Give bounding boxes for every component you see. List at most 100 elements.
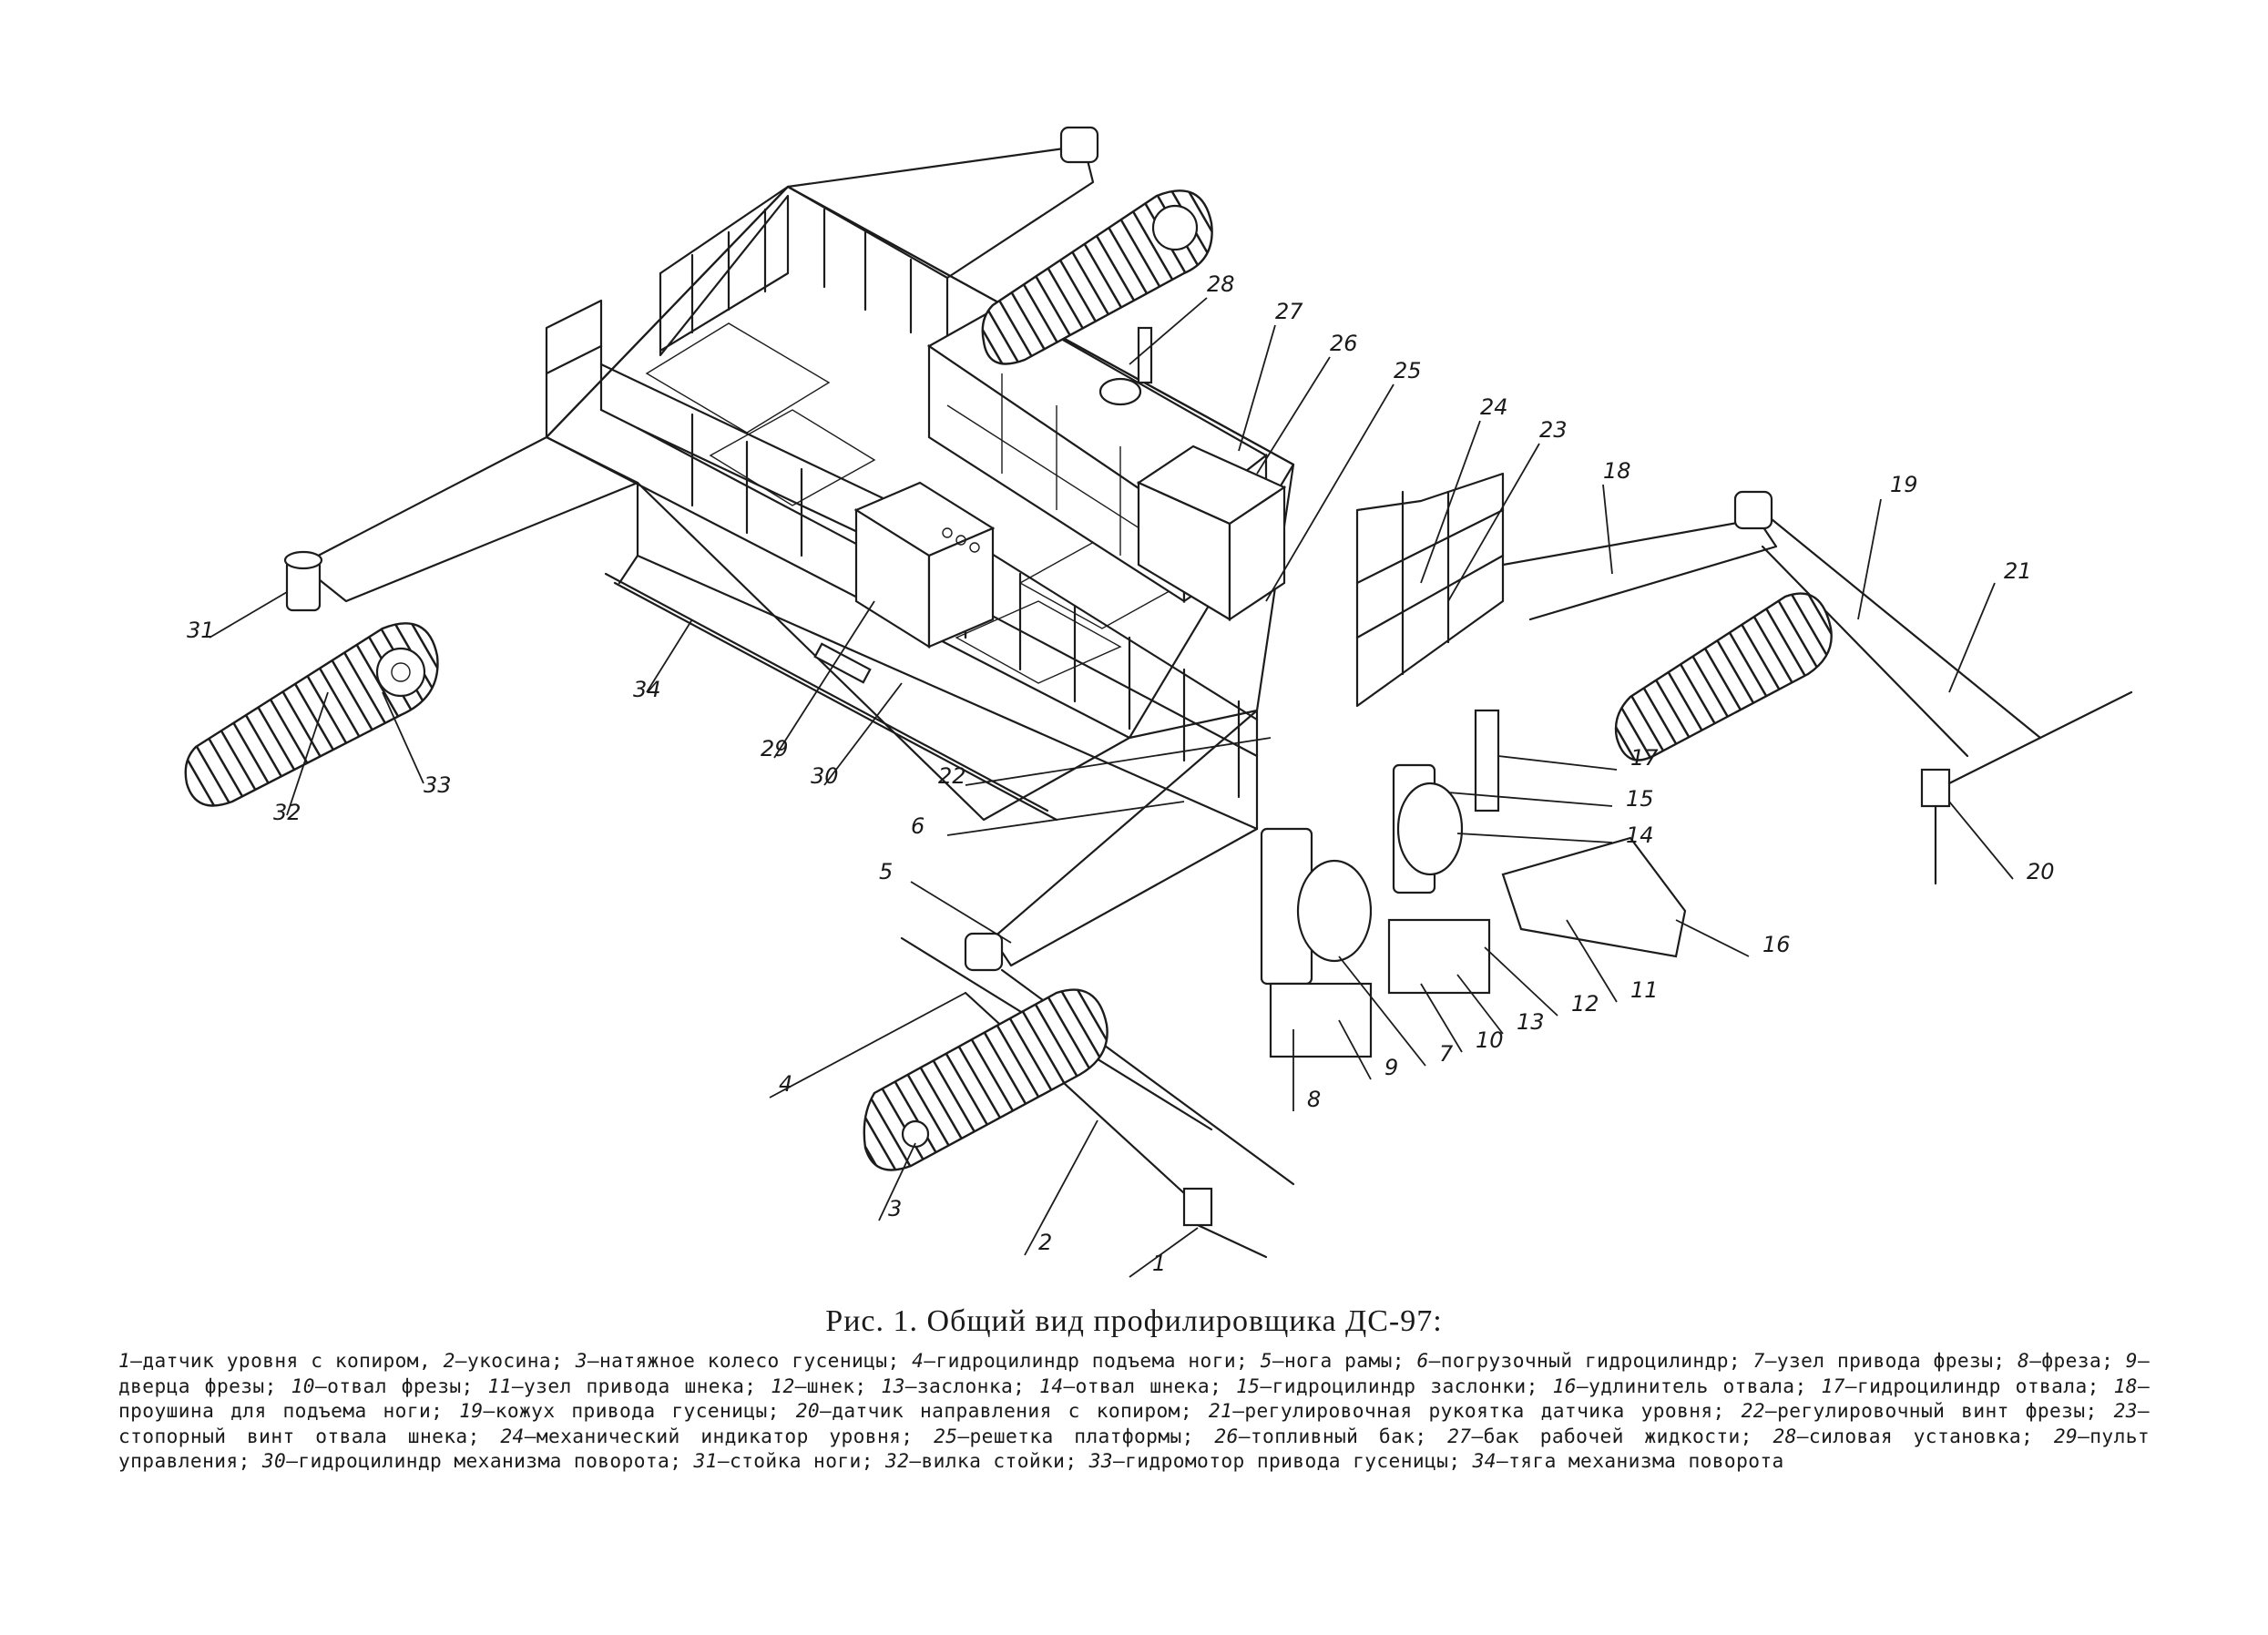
legend-number: 31 xyxy=(693,1449,718,1472)
callout-leader-line xyxy=(910,881,1012,944)
legend-text: погрузочный гидроцилиндр xyxy=(1440,1349,1729,1372)
legend-number: 1 xyxy=(118,1349,131,1372)
callout-number: 29 xyxy=(761,736,789,761)
callout-leader-line xyxy=(1129,297,1208,365)
callout-5: 5 xyxy=(879,859,1012,944)
callout-number: 11 xyxy=(1630,977,1659,1003)
legend-text: гидроцилиндр заслонки xyxy=(1272,1374,1527,1397)
machine-drawing: 1234567891011121314151617181920212223242… xyxy=(184,126,2133,1278)
legend-number: 18 xyxy=(2113,1374,2138,1397)
legend-number: 7 xyxy=(1752,1349,1765,1372)
legend-entry: 4—гидроцилиндр подъема ноги; xyxy=(912,1349,1261,1372)
legend-entry: 34—тяга механизма поворота xyxy=(1472,1449,1784,1472)
callout-number: 20 xyxy=(2027,859,2055,884)
legend-text: бак рабочей жидкости xyxy=(1483,1424,1741,1447)
legend-entry: 7—узел привода фрезы; xyxy=(1752,1349,2018,1372)
callout-leader-line xyxy=(1675,919,1750,957)
legend-text: фреза xyxy=(2041,1349,2102,1372)
callout-number: 4 xyxy=(779,1071,792,1097)
callout-number: 25 xyxy=(1394,358,1422,383)
legend-text: дверца фрезы xyxy=(118,1374,265,1397)
legend-entry: 14—отвал шнека; xyxy=(1039,1374,1237,1397)
legend-number: 26 xyxy=(1214,1424,1239,1447)
legend-number: 32 xyxy=(885,1449,910,1472)
control-console xyxy=(853,481,996,649)
legend-entry: 9—дверца фрезы; xyxy=(118,1349,2151,1397)
legend-entry: 18—проушина для подъема ноги; xyxy=(118,1374,2151,1423)
callout-15: 15 xyxy=(1447,786,1654,812)
callout-number: 10 xyxy=(1476,1027,1504,1053)
legend-entry: 13—заслонка; xyxy=(881,1374,1040,1397)
callout-number: 18 xyxy=(1603,458,1631,484)
callout-number: 26 xyxy=(1330,331,1358,356)
legend-number: 2 xyxy=(443,1349,455,1372)
callout-leader-line xyxy=(1447,792,1613,807)
legend-entry: 25—решетка платформы; xyxy=(934,1424,1215,1447)
callout-number: 6 xyxy=(911,813,925,839)
callout-24: 24 xyxy=(1420,394,1508,584)
callout-12: 12 xyxy=(1484,946,1599,1017)
level-sensor xyxy=(1182,1187,1268,1259)
legend-number: 33 xyxy=(1088,1449,1113,1472)
legend-text: датчик направления с копиром xyxy=(832,1399,1180,1422)
legend-entry: 32—вилка стойки; xyxy=(885,1449,1089,1472)
callout-number: 5 xyxy=(879,859,893,884)
callout-leader-line xyxy=(965,737,1272,786)
fuel-tank xyxy=(1136,445,1287,622)
callout-number: 19 xyxy=(1890,472,1918,497)
callout-number: 15 xyxy=(1626,786,1654,812)
callout-30: 30 xyxy=(811,682,903,789)
callout-9: 9 xyxy=(1338,1019,1398,1080)
legend-entry: 8—фреза; xyxy=(2018,1349,2126,1372)
callout-number: 34 xyxy=(633,677,661,702)
callout-8: 8 xyxy=(1292,1029,1321,1112)
legend-entry: 21—регулировочная рукоятка датчика уровн… xyxy=(1208,1399,1742,1422)
callout-leader-line xyxy=(1857,498,1882,620)
callout-leader-line xyxy=(1456,974,1504,1035)
legend-entry: 5—нога рамы; xyxy=(1260,1349,1417,1372)
callout-32: 32 xyxy=(273,691,329,825)
legend-entry: 22—регулировочный винт фрезы; xyxy=(1741,1399,2114,1422)
legend-entry: 20—датчик направления с копиром; xyxy=(795,1399,1209,1422)
legend-text: регулировочная рукоятка датчика уровня xyxy=(1244,1399,1713,1422)
legend-text: гидроцилиндр отвала xyxy=(1856,1374,2088,1397)
callout-leader-line xyxy=(1456,833,1613,843)
legend-entry: 15—гидроцилиндр заслонки; xyxy=(1236,1374,1553,1397)
legend-number: 21 xyxy=(1208,1399,1233,1422)
legend-text: укосина xyxy=(466,1349,552,1372)
legend-text: узел привода фрезы xyxy=(1776,1349,1994,1372)
track-front-left xyxy=(863,988,1108,1171)
legend-text: топливный бак xyxy=(1250,1424,1415,1447)
legend-number: 28 xyxy=(1773,1424,1797,1447)
legend-entry: 28—силовая установка; xyxy=(1773,1424,2054,1447)
steering-rod xyxy=(604,572,1058,822)
legend-text: механический индикатор уровня xyxy=(536,1424,902,1447)
legend-number: 19 xyxy=(459,1399,484,1422)
leg-front-right xyxy=(1501,490,2042,758)
track-rear-left xyxy=(184,622,439,807)
callout-leader-line xyxy=(1948,582,1996,693)
legend-text: отвал шнека xyxy=(1075,1374,1211,1397)
callout-number: 3 xyxy=(888,1196,902,1221)
legend-entry: 29—пульт управления; xyxy=(118,1424,2151,1473)
legend-text: тяга механизма поворота xyxy=(1508,1449,1784,1472)
callout-number: 30 xyxy=(811,763,839,789)
legend-text: гидроцилиндр механизма поворота xyxy=(298,1449,670,1472)
callout-4: 4 xyxy=(769,992,966,1099)
callout-leader-line xyxy=(1484,946,1558,1017)
legend-text: стопорный винт отвала шнека xyxy=(118,1424,468,1447)
callout-number: 31 xyxy=(187,618,215,643)
legend-text: решетка платформы xyxy=(969,1424,1182,1447)
legend-text: вилка стойки xyxy=(921,1449,1066,1472)
callout-number: 27 xyxy=(1275,299,1303,324)
legend-text: кожух привода гусеницы xyxy=(495,1399,768,1422)
legend-entry: 30—гидроцилиндр механизма поворота; xyxy=(261,1449,694,1472)
legend-number: 23 xyxy=(2113,1399,2138,1422)
legend-entry: 10—отвал фрезы; xyxy=(291,1374,488,1397)
callout-number: 32 xyxy=(273,800,301,825)
cutter-assembly xyxy=(1260,709,1687,1058)
legend-text: гидромотор привода гусеницы xyxy=(1125,1449,1449,1472)
callout-leader-line xyxy=(1420,420,1481,584)
legend-number: 24 xyxy=(500,1424,525,1447)
legend-number: 14 xyxy=(1039,1374,1064,1397)
